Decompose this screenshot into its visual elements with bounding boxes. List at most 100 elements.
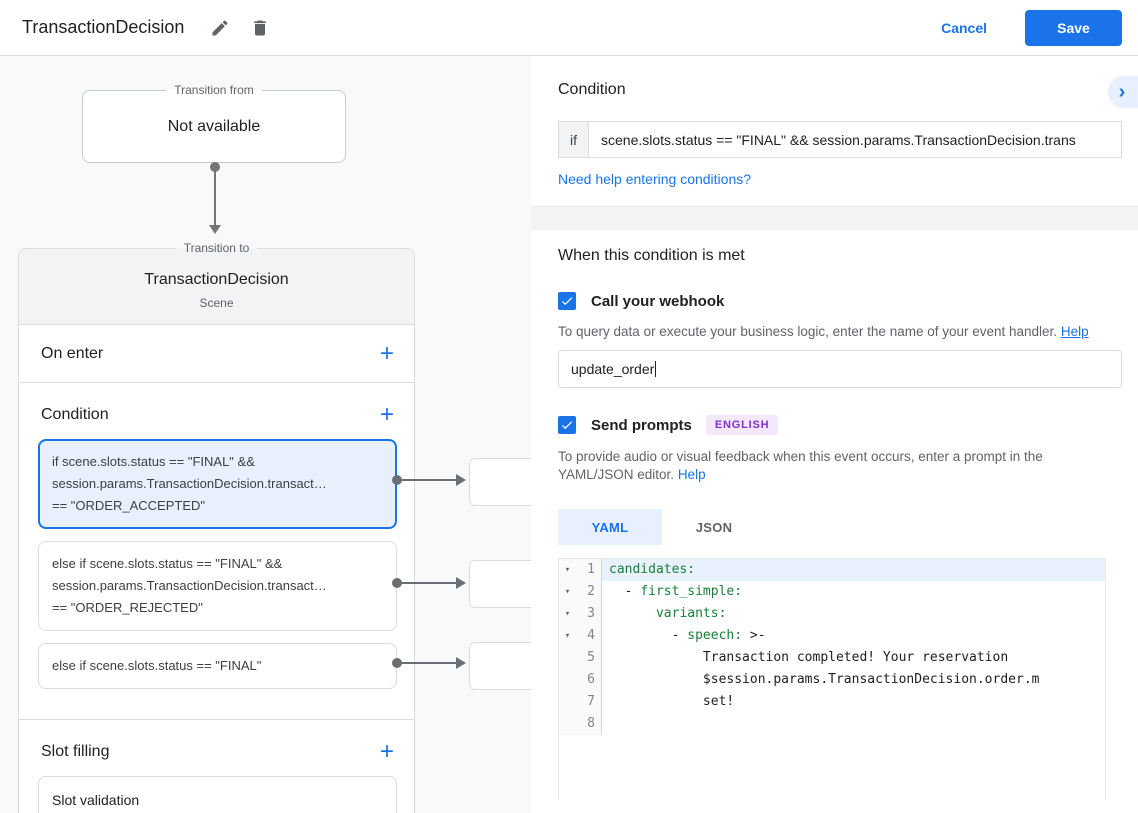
add-on-enter-icon[interactable]: + [379,339,394,367]
conditions-help-link[interactable]: Need help entering conditions? [558,171,752,187]
fold-arrow-icon[interactable]: ▾ [559,603,576,625]
code-line[interactable]: ▾4 - speech: >- [559,625,1105,647]
line-number: 2 [576,581,602,603]
condition-expression-input[interactable]: scene.slots.status == "FINAL" && session… [589,121,1122,158]
fold-spacer [559,669,576,691]
condition-expression-row: if scene.slots.status == "FINAL" && sess… [558,121,1122,158]
condition-card-final[interactable]: else if scene.slots.status == "FINAL" [38,643,397,689]
fold-arrow-icon[interactable]: ▾ [559,559,576,581]
code-line[interactable]: ▾3 variants: [559,603,1105,625]
condition-line: else if scene.slots.status == "FINAL" && [52,556,283,571]
condition-edit-panel: Condition › if scene.slots.status == "FI… [531,56,1138,813]
edit-pencil-icon[interactable] [210,18,230,38]
line-number: 7 [576,691,602,713]
panel-divider [531,206,1138,230]
fold-spacer [559,647,576,669]
if-prefix-label: if [558,121,589,158]
add-slot-icon[interactable]: + [379,738,394,765]
on-enter-section[interactable]: On enter + [19,325,414,383]
line-number: 3 [576,603,602,625]
when-met-section: When this condition is met Call your web… [531,230,1138,799]
scene-type-label: Scene [199,296,234,310]
top-bar: TransactionDecision Cancel Save [0,0,1138,56]
flow-connector-dot [210,162,220,172]
webhook-row: Call your webhook [558,292,1122,310]
transition-from-box: Transition from Not available [82,83,346,163]
code-line[interactable]: 7 set! [559,691,1105,713]
scene-name: TransactionDecision [144,271,289,288]
page-title: TransactionDecision [22,17,185,37]
condition-section-label: Condition [41,406,109,423]
when-met-title: When this condition is met [558,247,745,264]
condition-line: == "ORDER_ACCEPTED" [52,498,205,513]
line-number: 6 [576,669,602,691]
tab-yaml[interactable]: YAML [558,509,662,545]
scene-diagram-canvas: Transition from Not available Transition… [0,56,531,813]
transition-target-box[interactable] [469,458,531,506]
line-number: 1 [576,559,602,581]
condition-section: Condition › if scene.slots.status == "FI… [531,56,1138,189]
cancel-button[interactable]: Cancel [941,19,987,36]
connector-line [397,582,457,584]
prompts-help-link[interactable]: Help [677,467,706,482]
fold-arrow-icon[interactable]: ▾ [559,581,576,603]
scene-card-header: TransactionDecision Scene [19,249,414,325]
on-enter-label: On enter [41,344,104,362]
helper-text: To provide audio or visual feedback when… [558,449,1043,482]
webhook-checkbox[interactable] [558,292,576,310]
tab-json[interactable]: JSON [695,519,733,535]
editor-format-tabs: YAML JSON [558,509,1122,545]
line-number: 8 [576,713,602,735]
send-prompts-checkbox[interactable] [558,416,576,434]
flow-arrow-down-icon [209,225,221,234]
condition-line: if scene.slots.status == "FINAL" && [52,454,255,469]
flow-connector-line [214,168,216,226]
event-handler-input[interactable]: update_order [558,350,1122,388]
code-line[interactable]: 6 $session.params.TransactionDecision.or… [559,669,1105,691]
collapse-panel-button[interactable]: › [1108,76,1138,108]
section-divider [19,701,414,720]
condition-card-rejected[interactable]: else if scene.slots.status == "FINAL" &&… [38,541,397,631]
check-icon [561,421,573,430]
send-prompts-row: Send prompts ENGLISH [558,415,1122,435]
code-line[interactable]: 5 Transaction completed! Your reservatio… [559,647,1105,669]
transition-target-box[interactable] [469,642,531,690]
arrow-right-icon [456,657,466,669]
condition-line: == "ORDER_REJECTED" [52,600,203,615]
scene-card: Transition to TransactionDecision Scene … [18,241,415,813]
transition-target-box[interactable] [469,560,531,608]
check-icon [561,297,573,306]
line-number: 5 [576,647,602,669]
webhook-help-link[interactable]: Help [1060,324,1089,339]
slot-validation-card[interactable]: Slot validation [38,776,397,813]
webhook-helper-text: To query data or execute your business l… [558,323,1116,341]
transition-to-legend: Transition to [175,241,258,255]
send-prompts-label: Send prompts [591,416,692,434]
slot-filling-section-header: Slot filling + [19,720,414,776]
connector-line [397,662,457,664]
save-button[interactable]: Save [1025,9,1122,46]
transition-from-legend: Transition from [166,83,262,97]
code-line[interactable]: 8 [559,713,1105,735]
condition-section-header: Condition + [19,383,414,439]
connector-line [397,479,457,481]
line-number: 4 [576,625,602,647]
code-line[interactable]: ▾2 - first_simple: [559,581,1105,603]
condition-line: session.params.TransactionDecision.trans… [52,578,327,593]
arrow-right-icon [456,577,466,589]
add-condition-icon[interactable]: + [379,401,394,428]
helper-text: To query data or execute your business l… [558,324,1058,339]
transition-from-value: Not available [167,117,261,135]
arrow-right-icon [456,474,466,486]
webhook-label: Call your webhook [591,292,725,310]
condition-panel-title: Condition [558,81,626,98]
delete-trash-icon[interactable] [250,18,270,38]
fold-spacer [559,713,576,735]
condition-card-accepted[interactable]: if scene.slots.status == "FINAL" && sess… [38,439,397,529]
fold-spacer [559,691,576,713]
slot-filling-label: Slot filling [41,743,110,760]
fold-arrow-icon[interactable]: ▾ [559,625,576,647]
